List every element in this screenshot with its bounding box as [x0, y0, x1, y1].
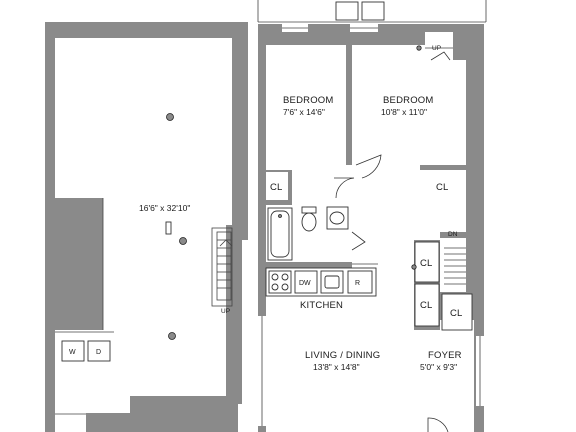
- kitchen-fixtures: [265, 267, 377, 297]
- laundry-area: [55, 331, 114, 362]
- living-dining-dimension: 13'8" x 14'8": [313, 362, 360, 372]
- bath-fixtures: [267, 206, 349, 261]
- bedroom-2-dimension: 10'8" x 11'0": [381, 107, 427, 117]
- upper-level-plan: [257, 0, 487, 432]
- stair-up-label-upper: UP: [432, 45, 441, 52]
- ceiling-light-icon: [168, 332, 176, 340]
- dishwasher-label: DW: [299, 280, 311, 287]
- lower-level-floor: [55, 38, 232, 432]
- entry-door: [427, 417, 449, 432]
- deck-window: [361, 1, 385, 21]
- ceiling-light-icon: [179, 237, 187, 245]
- ceiling-light-icon: [166, 113, 174, 121]
- closet-5: [441, 293, 473, 331]
- kitchen-label: KITCHEN: [300, 300, 343, 311]
- bedroom-1-label: BEDROOM: [283, 95, 334, 106]
- stair-down-area: [440, 238, 466, 292]
- exterior-deck: [257, 0, 487, 23]
- stair-up-lower: [211, 227, 233, 307]
- range-label: R: [355, 280, 360, 287]
- foyer-dimension: 5'0" x 9'3": [420, 362, 457, 372]
- dishwasher: [294, 270, 318, 294]
- lower-room-dimension: 16'6" x 32'10": [139, 203, 190, 213]
- deck-window: [335, 1, 359, 21]
- closet-2-label: CL: [436, 182, 449, 193]
- toilet: [301, 212, 317, 232]
- refrigerator: [347, 270, 373, 294]
- bedroom-1-door: [334, 177, 355, 199]
- ceiling-light-icon: [411, 264, 417, 270]
- foyer-label: FOYER: [428, 350, 462, 361]
- living-dining-label: LIVING / DINING: [305, 350, 380, 361]
- stair-down-label: DN: [448, 231, 458, 238]
- hallway: [292, 170, 352, 205]
- bedroom-2-door: [355, 154, 382, 179]
- closet-3: [414, 241, 440, 283]
- bath-door: [351, 231, 366, 251]
- closet-4-label: CL: [420, 300, 433, 311]
- bedroom-2-label: BEDROOM: [383, 95, 434, 106]
- closet-1: [266, 172, 288, 200]
- closet-2: [422, 172, 466, 198]
- dryer-label: D: [96, 349, 101, 356]
- bedroom-1-floor: [266, 45, 346, 170]
- lower-level-plan: UP W D 16'6" x 32'10": [45, 22, 248, 432]
- dryer: [87, 340, 111, 362]
- bedroom-1-dimension: 7'6" x 14'6": [283, 107, 325, 117]
- ceiling-light-icon: [416, 45, 422, 51]
- column-post: [165, 221, 172, 235]
- cooktop: [268, 270, 292, 294]
- closet-4: [414, 283, 440, 327]
- closet-3-label: CL: [420, 258, 433, 269]
- closet-5-label: CL: [450, 308, 463, 319]
- stair-down: [444, 247, 466, 285]
- closet-1-label: CL: [270, 182, 283, 193]
- bedroom-2-floor: [352, 45, 466, 165]
- washer: [61, 340, 85, 362]
- washer-label: W: [69, 349, 76, 356]
- stair-up-label-lower: UP: [221, 308, 230, 315]
